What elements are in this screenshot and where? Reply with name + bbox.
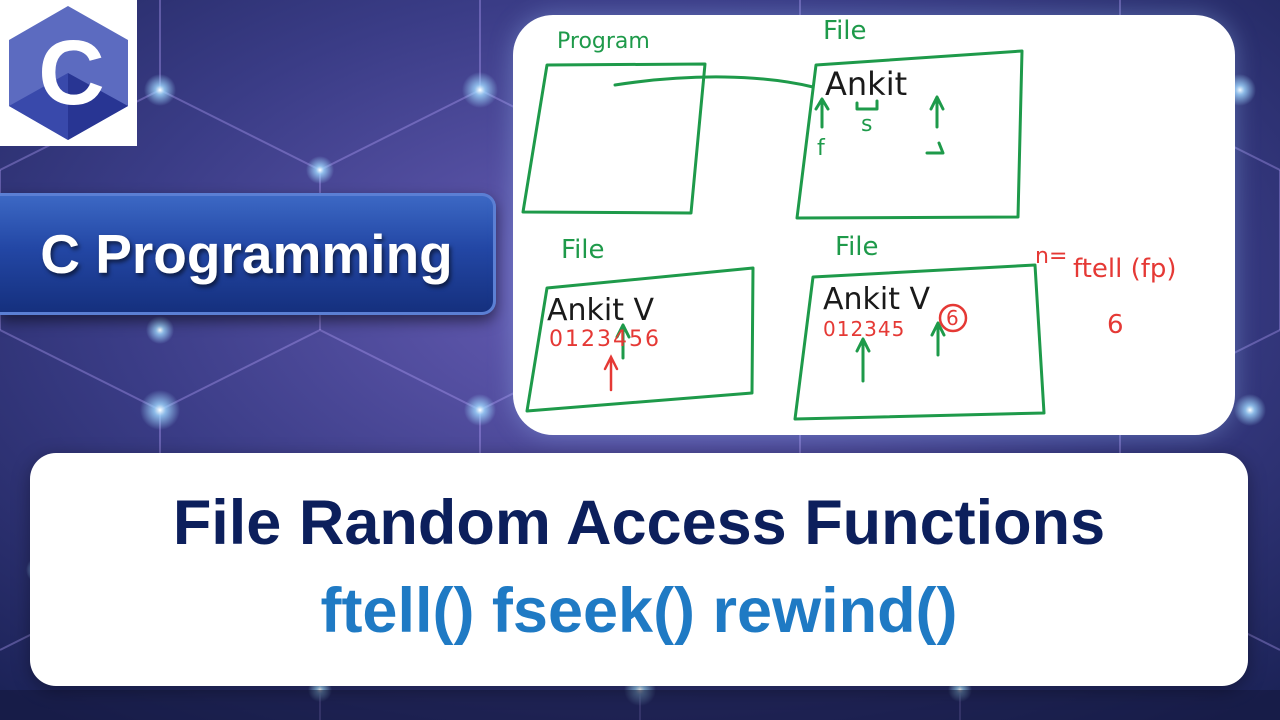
formula-rhs: ftell (fp) <box>1073 254 1177 284</box>
panel-label-file-2: File <box>561 235 605 265</box>
up-arrow-icon <box>814 97 830 129</box>
file-panel-box-2 <box>525 266 755 413</box>
panel-label-program: Program <box>557 29 650 54</box>
up-arrow-icon <box>855 337 871 383</box>
bracket-mark-icon <box>855 99 879 111</box>
course-ribbon-label: C Programming <box>40 223 453 285</box>
up-arrow-icon <box>930 321 946 357</box>
formula-result: 6 <box>1107 310 1124 340</box>
course-ribbon: C Programming <box>0 193 496 315</box>
file-digits-3: 012345 <box>823 317 905 341</box>
file-text-2: Ankit V <box>547 293 655 328</box>
program-panel-box <box>521 62 707 215</box>
up-arrow-icon <box>615 323 631 360</box>
corner-mark-icon <box>925 141 945 155</box>
panel-label-file-3: File <box>835 232 879 262</box>
file-mark-f: f <box>817 136 826 161</box>
file-text-3: Ankit V <box>823 282 931 317</box>
file-circled-digit: 6 <box>946 306 959 330</box>
connector-line <box>613 75 815 89</box>
panel-label-file-1: File <box>823 16 867 46</box>
c-language-logo: C <box>0 0 137 146</box>
file-panel-box-1 <box>795 49 1024 220</box>
logo-letter: C <box>38 22 105 124</box>
file-mark-s: s <box>861 112 872 137</box>
title-card: File Random Access Functions ftell() fse… <box>30 453 1248 686</box>
file-panel-box-3 <box>793 263 1046 421</box>
up-arrow-icon <box>929 95 945 129</box>
formula-lhs: n= <box>1035 244 1067 269</box>
whiteboard-sketch: Program File File File f s Ankit Ankit V… <box>521 16 1177 421</box>
circle-mark-icon <box>938 303 968 333</box>
page-subtitle: ftell() fseek() rewind() <box>320 576 958 646</box>
whiteboard-diagram: Program File File File f s Ankit Ankit V… <box>513 15 1235 435</box>
file-text-1: Ankit <box>825 65 907 103</box>
red-up-arrow-icon <box>603 354 619 392</box>
page-title: File Random Access Functions <box>172 488 1106 558</box>
hexagon-logo-icon <box>9 6 128 140</box>
file-digits-2: 0123456 <box>549 327 661 352</box>
